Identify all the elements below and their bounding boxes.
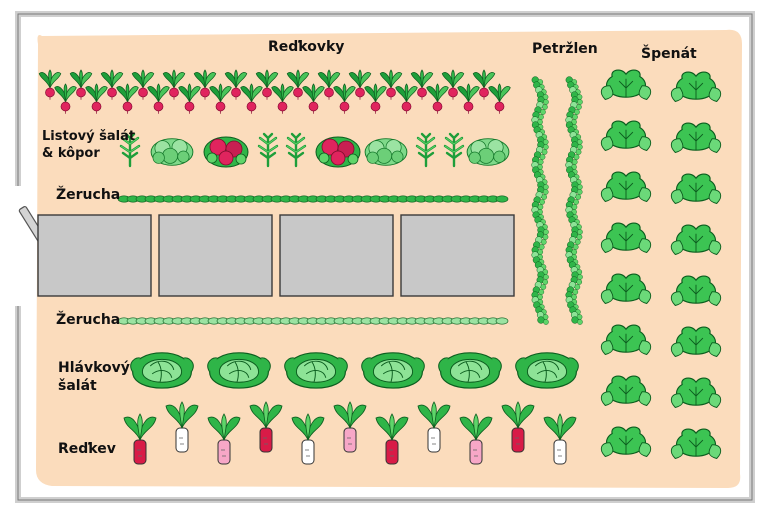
paver-slab: [400, 214, 515, 297]
label-radishes: Reďkovky: [268, 39, 345, 55]
daikon-plant-icon: [543, 413, 577, 465]
parsley-leaf: [543, 99, 549, 105]
parsley-leaf: [538, 244, 545, 250]
daikon-row: [123, 401, 577, 465]
red-leaf-lettuce-icon: [203, 136, 249, 168]
parsley-leaf: [538, 289, 545, 295]
parsley-leaf: [572, 114, 578, 120]
head-lettuce-icon: [438, 352, 502, 389]
parsley-leaf: [571, 204, 578, 210]
daikon-plant-icon: [501, 401, 535, 453]
parsley-leaf: [574, 109, 580, 115]
parsley-leaf: [575, 239, 581, 245]
parsley-leaf: [573, 154, 580, 160]
parsley-leaf: [543, 319, 549, 325]
head-lettuce-icon: [207, 352, 271, 389]
parsley-leaf: [573, 199, 579, 205]
parsley-leaf: [577, 274, 583, 280]
head-lettuce-icon: [515, 352, 579, 389]
parsley-leaf: [577, 144, 583, 150]
label-leaf-lettuce-2: & kôpor: [42, 146, 100, 161]
label-daikon: Reďkev: [58, 441, 116, 457]
parsley-leaf: [538, 114, 544, 120]
label-leaf-lettuce-1: Listový šalát: [42, 129, 136, 144]
parsley-leaf: [542, 104, 548, 110]
parsley-leaf: [537, 159, 544, 165]
daikon-plant-icon: [375, 413, 409, 465]
paver-slab: [279, 214, 394, 297]
parsley-leaf: [542, 234, 549, 240]
parsley-leaf: [540, 284, 547, 290]
daikon-plant-icon: [459, 413, 493, 465]
parsley-leaf: [539, 199, 545, 205]
cress-sprout: [495, 317, 509, 325]
parsley-leaf: [576, 104, 582, 110]
parsley-leaf: [577, 99, 583, 105]
parsley-leaf: [543, 274, 549, 280]
parsley-leaf: [540, 109, 546, 115]
parsley-leaf: [574, 284, 581, 290]
daikon-plant-icon: [207, 413, 241, 465]
daikon-plant-icon: [291, 413, 325, 465]
paver-slab: [158, 214, 273, 297]
parsley-leaf: [576, 279, 583, 285]
parsley-leaf: [543, 229, 549, 235]
label-head-lettuce-2: šalát: [58, 378, 97, 394]
parsley-leaf: [539, 154, 546, 160]
label-parsley: Petržlen: [532, 41, 598, 57]
daikon-plant-icon: [417, 401, 451, 453]
cress-row-top: [117, 195, 509, 203]
label-cress-top: Žerucha: [56, 187, 121, 203]
parsley-leaf: [541, 149, 548, 155]
cress-row-bottom: [117, 317, 509, 325]
parsley-leaf: [542, 279, 549, 285]
parsley-leaf: [571, 159, 578, 165]
parsley-leaf: [575, 194, 582, 200]
label-cress-bottom: Žerucha: [56, 312, 121, 328]
parsley-leaf: [541, 239, 547, 245]
paver-slab: [37, 214, 152, 297]
leaf-lettuce-icon: [150, 138, 194, 166]
parsley-leaf: [576, 234, 583, 240]
head-lettuce-icon: [284, 352, 348, 389]
parsley-leaf: [576, 189, 583, 195]
parsley-leaf: [577, 229, 583, 235]
parsley-leaf: [572, 244, 579, 250]
parsley-leaf: [577, 319, 583, 325]
leaf-lettuce-icon: [364, 138, 408, 166]
daikon-plant-icon: [123, 413, 157, 465]
head-lettuce-icon: [361, 352, 425, 389]
parsley-rows: [531, 76, 583, 325]
parsley-leaf: [542, 189, 549, 195]
head-lettuce-icon: [130, 352, 194, 389]
parsley-leaf: [575, 149, 582, 155]
cress-sprout: [495, 195, 509, 203]
daikon-plant-icon: [165, 401, 199, 453]
parsley-leaf: [537, 204, 544, 210]
parsley-leaf: [541, 194, 548, 200]
label-head-lettuce-1: Hlávkový: [58, 360, 130, 376]
red-leaf-lettuce-icon: [315, 136, 361, 168]
leaf-lettuce-icon: [466, 138, 510, 166]
parsley-leaf: [543, 144, 549, 150]
parsley-leaf: [572, 289, 579, 295]
label-spinach: Špenát: [641, 46, 697, 62]
daikon-plant-icon: [249, 401, 283, 453]
daikon-plant-icon: [333, 401, 367, 453]
